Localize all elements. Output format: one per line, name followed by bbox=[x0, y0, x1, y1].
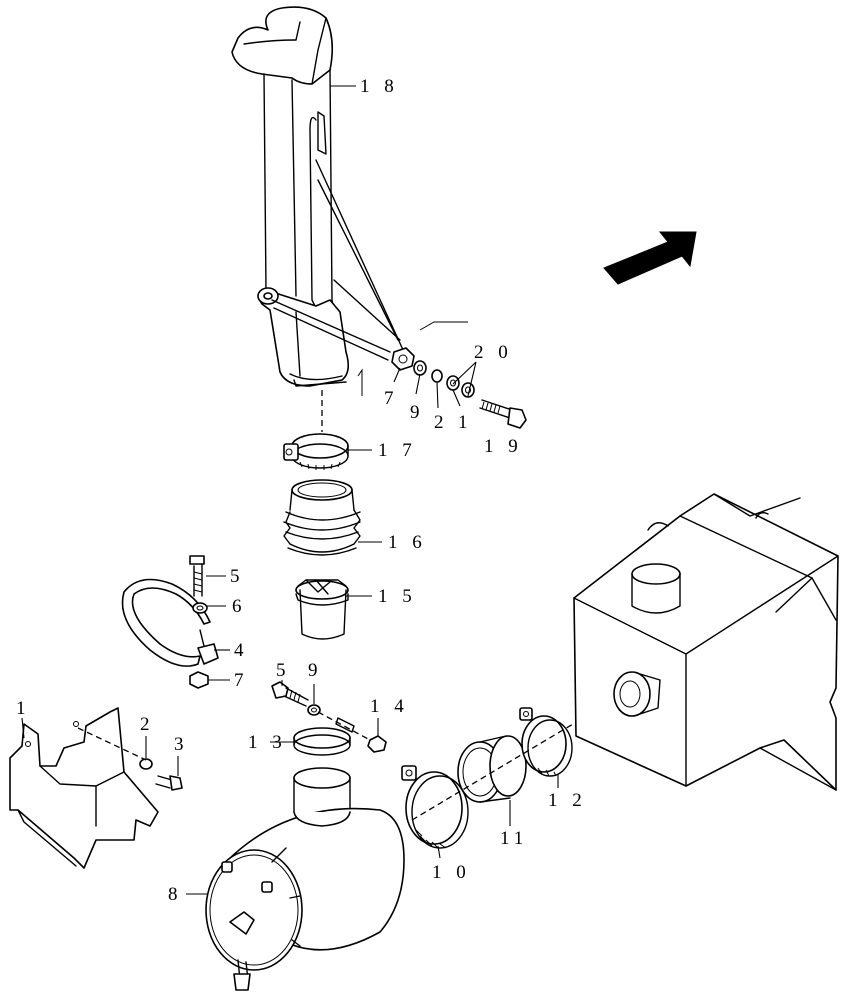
callout-11: 11 bbox=[500, 828, 528, 849]
mount-hardware-upper bbox=[391, 347, 527, 429]
callout-3: 3 bbox=[174, 734, 189, 755]
callout-20: 2 0 bbox=[474, 342, 513, 363]
hose-11 bbox=[457, 735, 527, 803]
arrow-forward-icon bbox=[603, 231, 697, 285]
band-clamp bbox=[121, 555, 219, 689]
callout-16: 1 6 bbox=[388, 532, 427, 553]
callout-15: 1 5 bbox=[378, 586, 417, 607]
callout-2-bracket: 2 bbox=[140, 714, 155, 735]
leader-lines bbox=[21, 85, 559, 895]
bellows-hose bbox=[283, 479, 361, 556]
callout-17: 1 7 bbox=[378, 440, 417, 461]
callout-5-lower: 5 bbox=[276, 660, 291, 681]
mounting-bracket bbox=[9, 707, 183, 869]
callout-7-upper: 7 bbox=[384, 388, 399, 409]
callout-19: 1 9 bbox=[484, 436, 523, 457]
callout-5-upper: 5 bbox=[230, 566, 245, 587]
bracket-axis bbox=[77, 727, 147, 761]
adapter-tube bbox=[295, 579, 349, 640]
callout-6: 6 bbox=[232, 596, 247, 617]
callout-1-washer: 1 bbox=[458, 412, 473, 433]
callout-1-bracket: 1 bbox=[16, 698, 31, 719]
hose-clamp-10 bbox=[401, 765, 469, 849]
callout-7-lower: 7 bbox=[234, 670, 249, 691]
callout-4: 4 bbox=[234, 640, 249, 661]
callout-9-upper: 9 bbox=[410, 402, 425, 423]
hose-clamp-upper bbox=[283, 433, 349, 470]
callout-18: 1 8 bbox=[360, 76, 399, 97]
callout-2-washer: 2 bbox=[434, 412, 449, 433]
callout-9-lower: 9 bbox=[308, 660, 323, 681]
callout-8: 8 bbox=[168, 884, 183, 905]
hose-clamp-12 bbox=[519, 707, 573, 777]
callout-12: 1 2 bbox=[548, 790, 587, 811]
mount-hardware-lower bbox=[271, 681, 387, 756]
tank-body bbox=[573, 493, 839, 791]
intake-tube bbox=[231, 6, 468, 396]
air-cleaner-housing bbox=[205, 767, 405, 991]
callout-10: 1 0 bbox=[432, 862, 471, 883]
callout-13: 1 3 bbox=[248, 732, 287, 753]
callout-14: 1 4 bbox=[370, 696, 409, 717]
